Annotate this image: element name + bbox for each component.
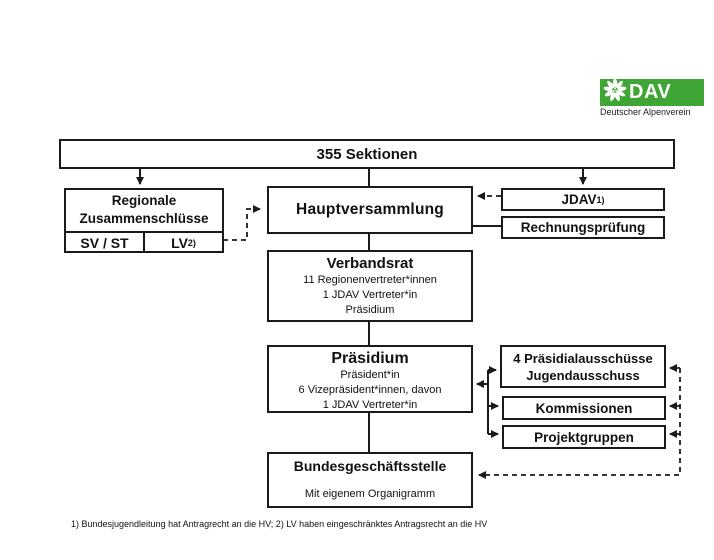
node-praesidium-detail-1: Präsident*in: [340, 369, 400, 381]
node-verbandsrat-title: Verbandsrat: [326, 255, 414, 272]
node-jdav-footnote-ref: 1): [596, 194, 605, 205]
node-praesidialausschuesse-line1: 4 Präsidialausschüsse: [513, 351, 653, 366]
node-sektionen-title: 355 Sektionen: [316, 145, 418, 163]
dav-logo-band: DAV: [600, 78, 704, 107]
node-verbandsrat-detail-1: 11 Regionenvertreter*innen: [303, 274, 437, 286]
node-jdav-title: JDAV: [561, 192, 597, 207]
node-verbandsrat: Verbandsrat 11 Regionenvertreter*innen 1…: [267, 250, 473, 322]
dav-logo-subtitle: Deutscher Alpenverein: [600, 107, 691, 117]
node-praesidium: Präsidium Präsident*in 6 Vizepräsident*i…: [267, 345, 473, 413]
node-bundesgeschaeftsstelle-title: Bundesgeschäftsstelle: [293, 458, 447, 474]
cell-sv-st-label: SV / ST: [80, 235, 129, 251]
cell-sv-st: SV / ST: [66, 233, 143, 253]
footnote: 1) Bundesjugendleitung hat Antragrecht a…: [71, 519, 488, 529]
node-praesidium-detail-2: 6 Vizepräsident*innen, davon: [298, 384, 442, 396]
cell-lv-label: LV: [171, 235, 188, 251]
cell-lv-footnote-ref: 2): [187, 238, 196, 248]
node-bundesgeschaeftsstelle-subtitle: Mit eigenem Organigramm: [304, 488, 436, 500]
node-projektgruppen: Projektgruppen: [502, 425, 666, 449]
node-projektgruppen-title: Projektgruppen: [534, 429, 634, 445]
node-kommissionen-title: Kommissionen: [535, 400, 633, 416]
node-praesidialausschuesse: 4 Präsidialausschüsse Jugendausschuss: [500, 345, 666, 388]
connector-dashed-lv-hauptversammlung: [223, 205, 261, 241]
node-regionale-line1: Regionale: [111, 193, 177, 208]
node-kommissionen: Kommissionen: [502, 396, 666, 420]
node-regionale-title: Regionale Zusammenschlüsse: [66, 190, 222, 233]
dav-logo: DAV Deutscher Alpenverein: [600, 78, 704, 117]
node-regionale-line2: Zusammenschlüsse: [79, 211, 209, 226]
node-rechnungspruefung: Rechnungsprüfung: [501, 216, 665, 239]
node-rechnungspruefung-title: Rechnungsprüfung: [520, 220, 646, 235]
edelweiss-icon: [603, 78, 627, 107]
node-bundesgeschaeftsstelle: Bundesgeschäftsstelle Mit eigenem Organi…: [267, 452, 473, 508]
node-verbandsrat-detail-3: Präsidium: [345, 304, 395, 316]
node-hauptversammlung: Hauptversammlung: [267, 186, 473, 234]
node-verbandsrat-detail-2: 1 JDAV Vertreter*in: [322, 289, 418, 301]
node-sektionen: 355 Sektionen: [59, 139, 675, 169]
node-praesidium-detail-3: 1 JDAV Vertreter*in: [322, 399, 418, 411]
dav-logo-acronym: DAV: [629, 81, 672, 103]
node-praesidialausschuesse-line2: Jugendausschuss: [526, 368, 640, 383]
node-praesidium-title: Präsidium: [331, 350, 409, 367]
node-hauptversammlung-title: Hauptversammlung: [296, 201, 444, 218]
